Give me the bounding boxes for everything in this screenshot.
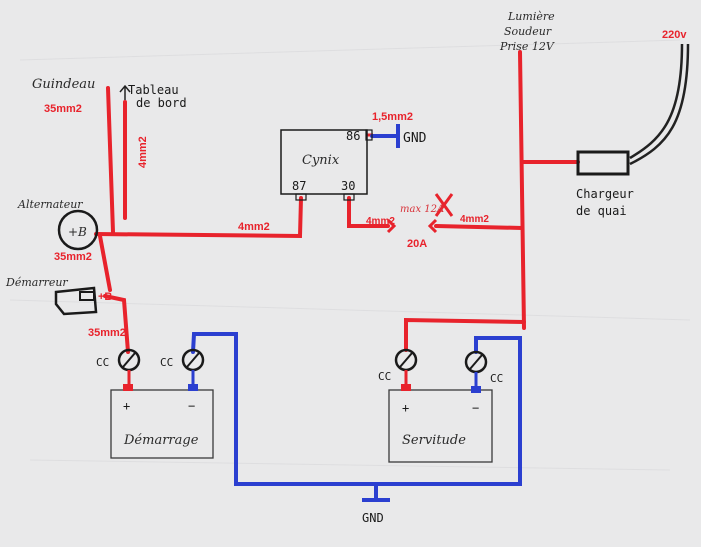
positive-wires bbox=[94, 50, 580, 354]
label-demarreur-plus-b: +B bbox=[98, 291, 112, 303]
cross-out-mark bbox=[434, 193, 454, 217]
label-cc-3: CC bbox=[378, 370, 391, 383]
mains-cable bbox=[629, 43, 690, 166]
label-chargeur-1: Chargeur bbox=[576, 187, 634, 201]
demarreur-symbol bbox=[54, 286, 98, 316]
label-220v: 220v bbox=[662, 29, 687, 41]
label-tableau-1: Tableau bbox=[128, 83, 179, 97]
label-battery-demarrage: Démarrage bbox=[123, 433, 199, 448]
label-lumiere-3: Prise 12V bbox=[499, 40, 555, 53]
label-wire-35-alt: 35mm2 bbox=[54, 251, 92, 263]
label-tableau-2: de bord bbox=[136, 96, 187, 110]
label-cc-1: CC bbox=[96, 356, 109, 369]
wire-fuse-right bbox=[434, 224, 524, 230]
label-demarrage-minus: − bbox=[188, 399, 195, 413]
cynix-relay bbox=[280, 129, 368, 195]
battery-servitude bbox=[388, 389, 493, 463]
label-wire-4-from-30: 4mm2 bbox=[366, 216, 395, 227]
label-battery-servitude: Servitude bbox=[402, 433, 466, 448]
wire-to-servitude-plus bbox=[404, 317, 526, 352]
label-wire-4-right: 4mm2 bbox=[460, 214, 489, 225]
label-gnd-bottom: GND bbox=[362, 511, 384, 525]
label-lumiere-1: Lumière bbox=[507, 10, 555, 23]
wire-demarrage-minus bbox=[191, 332, 378, 486]
label-servitude-plus: + bbox=[402, 401, 409, 415]
label-lumiere-2: Soudeur bbox=[504, 25, 552, 38]
label-cc-2: CC bbox=[160, 356, 173, 369]
label-wire-4-vertical: 4mm2 bbox=[137, 136, 149, 168]
chargeur-box bbox=[576, 150, 630, 176]
wire-guindeau-alternateur bbox=[106, 86, 115, 234]
battery-servitude-plus-terminal bbox=[401, 384, 411, 391]
label-gnd-top: GND bbox=[403, 131, 427, 146]
demarreur-terminal bbox=[79, 291, 95, 301]
label-pin30: 30 bbox=[341, 179, 355, 193]
label-demarrage-plus: + bbox=[123, 399, 130, 413]
label-fuse-20a: 20A bbox=[407, 238, 427, 250]
battery-demarrage-minus-terminal bbox=[188, 384, 198, 391]
label-pin87: 87 bbox=[292, 179, 306, 193]
label-wire-4-to-87: 4mm2 bbox=[238, 221, 270, 233]
label-pin86: 86 bbox=[346, 129, 360, 143]
cynix-pin30-terminal bbox=[343, 193, 355, 201]
label-guindeau: Guindeau bbox=[32, 77, 95, 92]
label-wire-35-top: 35mm2 bbox=[44, 103, 82, 115]
wire-servitude-minus bbox=[374, 336, 522, 486]
label-servitude-minus: − bbox=[472, 401, 479, 415]
label-alternateur: Alternateur bbox=[17, 198, 83, 211]
cynix-pin87-terminal bbox=[295, 193, 307, 201]
wire-pin30-fuse bbox=[347, 196, 390, 228]
arrow-up-icon bbox=[119, 84, 131, 100]
battery-demarrage-plus-terminal bbox=[123, 384, 133, 391]
negative-wires bbox=[191, 134, 522, 502]
alternateur-plus-b: +B bbox=[68, 225, 87, 239]
fuse-20a-right bbox=[427, 218, 438, 234]
label-wire-15: 1,5mm2 bbox=[372, 111, 413, 123]
wire-alternateur-demarreur bbox=[98, 234, 112, 292]
label-cc-4: CC bbox=[490, 372, 503, 385]
battery-demarrage bbox=[110, 389, 214, 459]
wire-main-vertical bbox=[518, 50, 526, 330]
cynix-pin86-terminal bbox=[365, 129, 373, 141]
label-max-fuse: max 12A bbox=[400, 204, 444, 215]
label-chargeur-2: de quai bbox=[576, 204, 627, 218]
label-cynix: Cynix bbox=[302, 153, 340, 168]
label-wire-35-bottom: 35mm2 bbox=[88, 327, 126, 339]
label-demarreur: Démarreur bbox=[5, 276, 68, 289]
wire-demarreur-battery bbox=[103, 294, 130, 354]
battery-servitude-minus-terminal bbox=[471, 386, 481, 393]
fuse-20a-left bbox=[386, 218, 397, 234]
alternateur-symbol bbox=[57, 209, 99, 251]
wire-to-pin87 bbox=[94, 196, 303, 239]
